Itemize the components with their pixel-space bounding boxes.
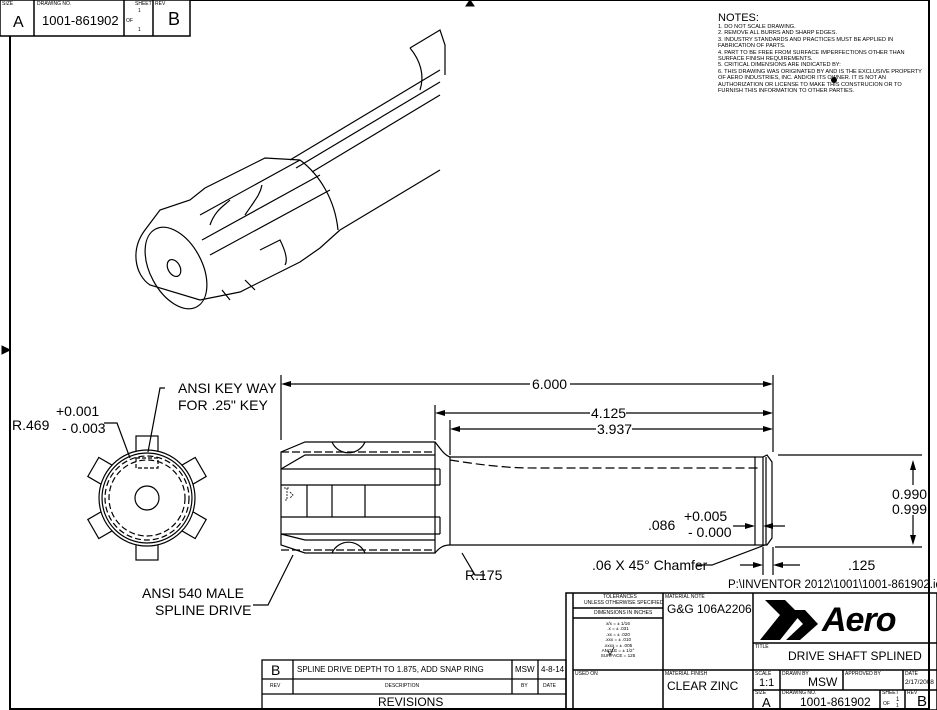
dim-chamfer: .06 X 45° Chamfer	[592, 557, 708, 573]
tolerance-item: ANGLE = ± 1/2°	[601, 648, 635, 654]
side-view	[280, 375, 922, 576]
aero-logo: Aero	[822, 601, 896, 639]
note-item: 4. PART TO BE FREE FROM SURFACE IMPERFEC…	[718, 49, 905, 63]
material-finish: CLEAR ZINC	[667, 679, 739, 693]
used-on-label: USED ON	[575, 671, 598, 677]
note-item: 1. DO NOT SCALE DRAWING.	[718, 24, 796, 30]
radius-tol-minus: - 0.003	[62, 420, 106, 436]
material-note-label: MATERIAL NOTE	[665, 594, 705, 600]
aero-logo-mark	[760, 600, 818, 640]
drawn-by-label: DRAWN BY	[782, 671, 809, 677]
keyway	[135, 457, 159, 469]
date: 2/17/2008	[905, 679, 934, 686]
tolerance-item: x/x = ± 1/16	[606, 621, 630, 626]
size-label: SIZE	[755, 690, 767, 696]
description-header: DESCRIPTION	[385, 683, 420, 689]
tolerance-item: SURFACE = 125	[600, 653, 636, 659]
dim-groove-width: .086	[648, 517, 676, 533]
sheet-label: SHEET	[882, 690, 899, 696]
of: 1	[896, 703, 899, 709]
dim-shaft-length-2: 3.937	[597, 421, 633, 437]
revision-by: MSW	[515, 665, 535, 674]
drawing-no-label: DRAWING NO.	[782, 690, 817, 696]
corner-sheet: 1	[138, 8, 141, 14]
drawing-title: DRIVE SHAFT SPLINED	[788, 649, 922, 663]
note-item: 5. CRITICAL DIMENSIONS ARE INDICATED BY:	[718, 62, 841, 69]
leader-radius	[104, 422, 131, 459]
spline-label-1: ANSI 540 MALE	[142, 585, 244, 601]
file-path: P:\INVENTOR 2012\1001\1001-861902.idw	[728, 579, 937, 591]
tolerance-item: .xxx = ± .010	[604, 637, 632, 643]
tolerance-list: x/x = ± 1/16 .x = ± .031 .xx = ± .020 .x…	[573, 621, 663, 659]
corner-drawing-no-label: DRAWING NO.	[37, 1, 72, 7]
revisions-title: REVISIONS	[378, 695, 444, 709]
dim-groove-tol-plus: +0.005	[684, 508, 728, 524]
corner-size: A	[13, 14, 24, 31]
material-note: G&G 106A2206	[667, 602, 752, 616]
isometric-view	[135, 29, 446, 310]
title-label: TITLE	[755, 644, 769, 650]
drawing-no: 1001-861902	[800, 695, 871, 709]
corner-rev: B	[168, 9, 181, 29]
corner-size-label: SIZE	[2, 1, 14, 7]
corner-rev-label: REV	[155, 1, 166, 7]
dim-diameter-min: 0.999	[892, 501, 928, 517]
scale-label: SCALE	[755, 671, 772, 677]
corner-title-block	[0, 0, 191, 37]
tolerance-item: .xx = ± .020	[606, 631, 630, 637]
center-mark-left	[1, 345, 12, 355]
note-item: 6. THIS DRAWING WAS ORIGINATED BY AND IS…	[718, 68, 922, 95]
tolerance-item: .x = ± .031	[607, 626, 629, 632]
note-item: 3. INDUSTRY STANDARDS AND PRACTICES MUST…	[718, 36, 894, 50]
center-mark-top	[465, 0, 475, 7]
size: A	[762, 695, 771, 710]
spline-label-2: SPLINE DRIVE	[155, 602, 252, 618]
corner-sheet-label: SHEET	[135, 1, 152, 7]
title-block	[565, 592, 937, 710]
date-header: DATE	[543, 683, 556, 689]
critical-dimension-dot	[831, 77, 837, 83]
notes-block: NOTES: 1. DO NOT SCALE DRAWING. 2. REMOV…	[718, 12, 928, 94]
corner-of: 1	[138, 27, 141, 33]
revision-rev: B	[271, 662, 281, 678]
units-label: DIMENSIONS IN INCHES	[594, 610, 653, 616]
dim-diameter-max: 0.990	[892, 486, 928, 502]
dim-overall-length: 6.000	[530, 376, 570, 392]
sheet-border	[9, 0, 930, 710]
scale: 1:1	[759, 677, 775, 689]
of-label: OF	[883, 701, 890, 707]
keyway-label-1: ANSI KEY WAY	[178, 380, 277, 396]
notes-title: NOTES:	[718, 12, 759, 24]
leader-spline	[253, 554, 294, 606]
rev-header: REV	[270, 683, 281, 689]
material-finish-label: MATERIAL FINISH	[665, 671, 708, 677]
revision-description: SPLINE DRIVE DEPTH TO 1.875, ADD SNAP RI…	[297, 665, 484, 674]
date-label: DATE	[905, 671, 918, 677]
sheet: 1	[896, 697, 900, 703]
rev-label: REV	[907, 690, 918, 696]
end-view	[86, 387, 294, 606]
tolerance-item: .xxxx = ± .005	[603, 642, 633, 648]
revision-date: 4-8-14	[541, 665, 565, 674]
leader-keyway	[147, 387, 165, 453]
tolerances-sub: UNLESS OTHERWISE SPECIFIED	[584, 600, 664, 606]
by-header: BY	[521, 683, 528, 689]
tolerances-header: TOLERANCES	[603, 594, 637, 600]
note-item: 2. REMOVE ALL BURRS AND SHARP EDGES.	[718, 30, 838, 37]
approved-by-label: APPROVED BY	[845, 671, 881, 677]
corner-of-label: OF	[126, 18, 133, 24]
corner-drawing-no: 1001-861902	[42, 13, 119, 28]
dim-groove-tol-minus: - 0.000	[688, 524, 732, 540]
dim-end-length: .125	[848, 557, 876, 573]
radius-tol-plus: +0.001	[56, 403, 100, 419]
drawn-by: MSW	[808, 675, 838, 689]
radius-label: R.469	[12, 417, 50, 433]
keyway-label-2: FOR .25" KEY	[178, 397, 268, 413]
dim-fillet: R.175	[465, 567, 503, 583]
center-hole	[134, 485, 160, 511]
rev: B	[917, 693, 928, 710]
dim-shaft-length: 4.125	[591, 405, 627, 421]
